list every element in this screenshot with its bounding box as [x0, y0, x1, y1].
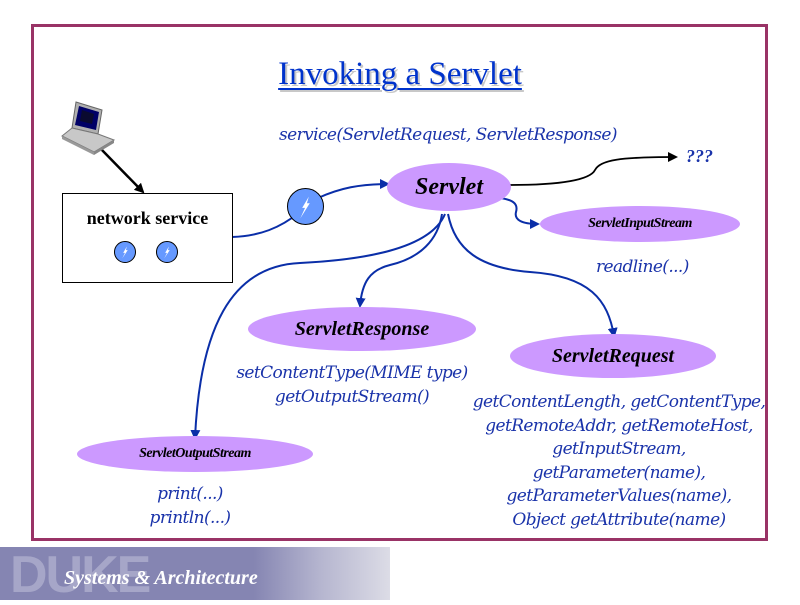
- thread-knob-icon: [287, 188, 324, 225]
- output-stream-method: println(...): [149, 507, 231, 528]
- request-method: Object getAttribute(name): [512, 509, 726, 530]
- servlet-request-node: ServletRequest: [510, 334, 716, 378]
- request-methods: getContentLength, getContentType, getRem…: [470, 391, 768, 532]
- request-method: getContentLength, getContentType,: [472, 392, 766, 412]
- network-service-box: network service: [62, 193, 233, 283]
- thread-knob-icon: [156, 241, 178, 263]
- duke-logo: DUKE: [10, 546, 151, 604]
- request-method: getInputStream,: [552, 439, 686, 459]
- slide-title: Invoking a Servlet: [278, 56, 522, 92]
- service-method-label: service(ServletRequest, ServletResponse): [279, 125, 617, 145]
- servlet-output-stream-node: ServletOutputStream: [77, 436, 313, 472]
- servlet-input-stream-node: ServletInputStream: [540, 206, 740, 242]
- servlet-label: Servlet: [415, 173, 483, 200]
- servlet-request-label: ServletRequest: [551, 344, 675, 367]
- servlet-output-stream-label: ServletOutputStream: [139, 446, 251, 461]
- unknown-target-label: ???: [686, 146, 713, 166]
- servlet-response-node: ServletResponse: [248, 307, 476, 351]
- output-stream-method: print(...): [157, 484, 223, 504]
- servlet-input-stream-label: ServletInputStream: [588, 216, 692, 231]
- slide-frame: [31, 24, 768, 541]
- network-service-label: network service: [86, 208, 209, 228]
- servlet-node: Servlet: [387, 163, 511, 211]
- output-stream-methods: print(...) println(...): [120, 483, 260, 530]
- servlet-response-label: ServletResponse: [294, 317, 430, 340]
- thread-knob-icon: [114, 241, 136, 263]
- request-method: getParameterValues(name),: [506, 486, 732, 506]
- footer-banner: DUKE Systems & Architecture: [0, 546, 390, 604]
- footer-subtitle: Systems & Architecture: [64, 567, 258, 589]
- response-methods: setContentType(MIME type) getOutputStrea…: [232, 362, 472, 409]
- laptop-icon: [61, 101, 116, 155]
- response-method: setContentType(MIME type): [236, 363, 468, 383]
- request-method: getParameter(name),: [532, 462, 706, 483]
- request-method: getRemoteAddr, getRemoteHost,: [485, 415, 753, 436]
- response-method: getOutputStream(): [274, 386, 430, 407]
- input-stream-method: readline(...): [596, 257, 689, 277]
